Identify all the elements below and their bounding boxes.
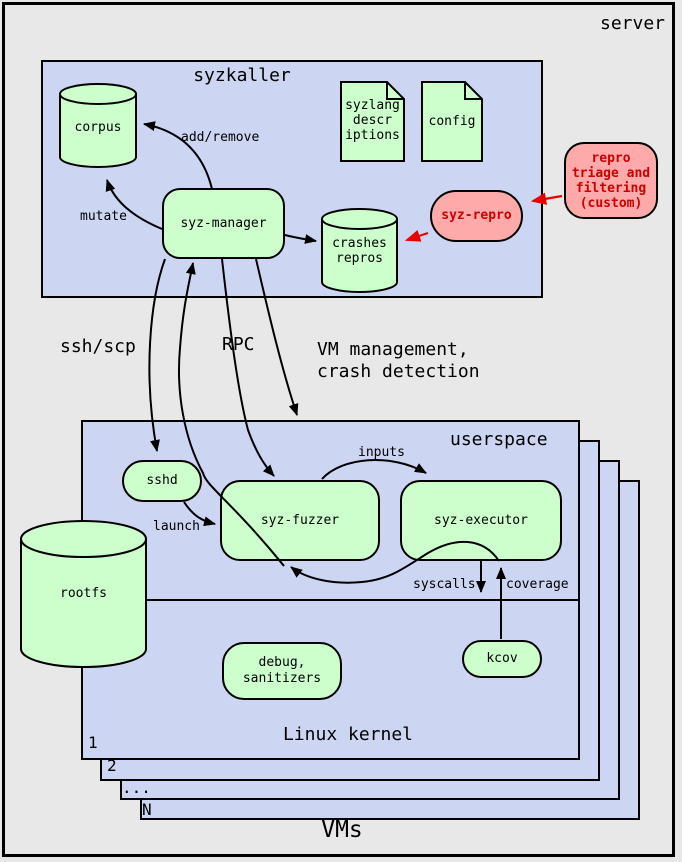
repro-triage-line2: triage and (571, 165, 651, 181)
corpus-label: corpus (74, 120, 122, 135)
syz-executor-node: syz-executor (400, 480, 562, 561)
add-remove-label: add/remove (181, 130, 260, 145)
debug-sanitizers-node: debug, sanitizers (222, 642, 342, 700)
server-label: server (600, 13, 666, 34)
kcov-node: kcov (462, 640, 542, 678)
launch-label: launch (153, 519, 200, 534)
syz-repro-node: syz-repro (430, 190, 523, 242)
syz-fuzzer-label: syz-fuzzer (260, 512, 340, 528)
kernel-userspace-divider (83, 599, 578, 601)
syzlang-doc-line3: iptions (345, 128, 400, 143)
syzlang-doc-line1: syzlang (345, 98, 400, 113)
config-doc-icon: config (421, 81, 483, 162)
mutate-label: mutate (80, 209, 127, 224)
syz-manager-node: syz-manager (162, 188, 285, 259)
syz-manager-label: syz-manager (180, 215, 267, 231)
userspace-label: userspace (450, 429, 548, 450)
vm-n-label: N (142, 800, 152, 819)
kcov-label: kcov (486, 651, 518, 666)
repro-triage-line4: (custom) (579, 195, 643, 211)
linux-kernel-label: Linux kernel (282, 724, 414, 745)
rpc-label: RPC (222, 334, 255, 355)
vm-mgmt-label-line1: VM management, (317, 339, 469, 360)
vm-1-label: 1 (88, 733, 98, 752)
repro-triage-line1: repro (591, 150, 631, 166)
repro-triage-line3: filtering (575, 180, 647, 196)
syzlang-doc-line2: descr (352, 113, 393, 128)
ssh-scp-label: ssh/scp (60, 336, 136, 357)
repro-triage-node: repro triage and filtering (custom) (564, 142, 658, 219)
syz-executor-label: syz-executor (434, 512, 528, 528)
corpus-cylinder: corpus (59, 83, 137, 168)
debug-line1: debug, (258, 655, 306, 670)
crashes-label-line2: repros (336, 251, 383, 266)
syz-repro-label: syz-repro (441, 208, 512, 223)
crashes-label-line1: crashes (332, 236, 387, 251)
syzkaller-title: syzkaller (193, 65, 291, 86)
config-doc-label: config (428, 114, 476, 129)
crashes-cylinder: crashes repros (321, 208, 398, 293)
sshd-node: sshd (122, 460, 202, 502)
inputs-label: inputs (358, 445, 405, 460)
syz-fuzzer-node: syz-fuzzer (220, 480, 380, 561)
vm-2-label: 2 (107, 756, 117, 775)
rootfs-label: rootfs (60, 586, 107, 601)
coverage-label: coverage (506, 577, 569, 592)
server-frame (2, 2, 675, 857)
syzlang-doc-icon: syzlang descr iptions (340, 81, 405, 162)
debug-line2: sanitizers (242, 671, 322, 686)
vm-ellipsis-label: ... (122, 778, 151, 797)
vm-mgmt-label-line2: crash detection (317, 361, 480, 382)
syscalls-label: syscalls (413, 577, 476, 592)
vms-label: VMs (321, 817, 363, 843)
sshd-label: sshd (146, 473, 178, 488)
rootfs-cylinder: rootfs (20, 520, 147, 668)
